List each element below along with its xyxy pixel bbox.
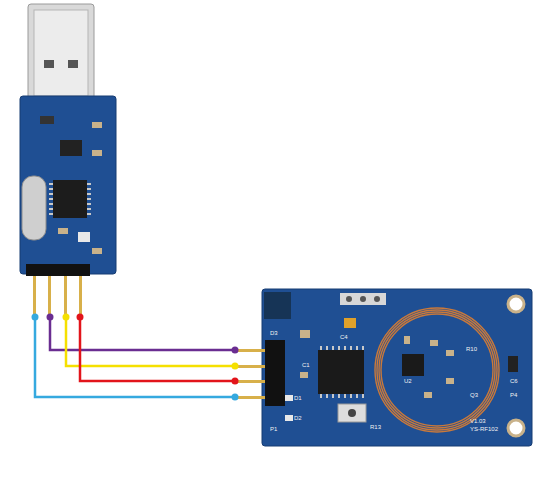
ic — [402, 354, 424, 376]
chip-pins — [320, 346, 364, 398]
led — [78, 232, 90, 242]
silkscreen-label: V1.03 — [470, 418, 486, 425]
usb-slot — [44, 60, 54, 68]
mount-hole — [508, 296, 524, 312]
pin-header — [265, 340, 285, 406]
usb-uart-chip — [53, 180, 87, 218]
crystal — [22, 176, 46, 240]
capacitor — [344, 318, 356, 328]
smd-part — [92, 150, 102, 156]
header-pins — [235, 349, 265, 399]
usb-plug-face — [34, 10, 88, 96]
decoder-chip — [318, 350, 364, 394]
buzzer — [264, 292, 291, 319]
header-pins — [33, 276, 82, 318]
antenna-coil — [375, 308, 499, 432]
smd-part — [92, 248, 102, 254]
silkscreen-label: C6 — [510, 378, 518, 385]
usb-slot — [68, 60, 78, 68]
chip-pins — [49, 183, 91, 215]
mount-hole — [508, 420, 524, 436]
silkscreen-label: R10 — [466, 346, 477, 353]
silkscreen-label: U2 — [404, 378, 412, 385]
silkscreen-label: YS-RF102 — [470, 426, 498, 433]
smd-part — [40, 116, 54, 124]
pad-row — [340, 293, 386, 305]
silkscreen-label: D3 — [270, 330, 278, 337]
smd-part — [92, 122, 102, 128]
button — [338, 404, 366, 422]
smd-part — [58, 228, 68, 234]
rfid-pcb — [262, 289, 532, 446]
regulator — [60, 140, 82, 156]
wires — [35, 317, 235, 397]
silkscreen-label: D2 — [294, 415, 302, 422]
pin-header — [26, 264, 90, 276]
silkscreen-label: D1 — [294, 395, 302, 402]
silkscreen-label: R13 — [370, 424, 381, 431]
silkscreen-label: P4 — [510, 392, 517, 399]
usb-adapter-pcb — [20, 96, 116, 274]
wire-ends — [32, 314, 239, 401]
silkscreen-label: C4 — [340, 334, 348, 341]
usb-plug — [28, 4, 94, 102]
silkscreen-label: C1 — [302, 362, 310, 369]
silkscreen-label: P1 — [270, 426, 277, 433]
silkscreen-label: Q3 — [470, 392, 478, 399]
